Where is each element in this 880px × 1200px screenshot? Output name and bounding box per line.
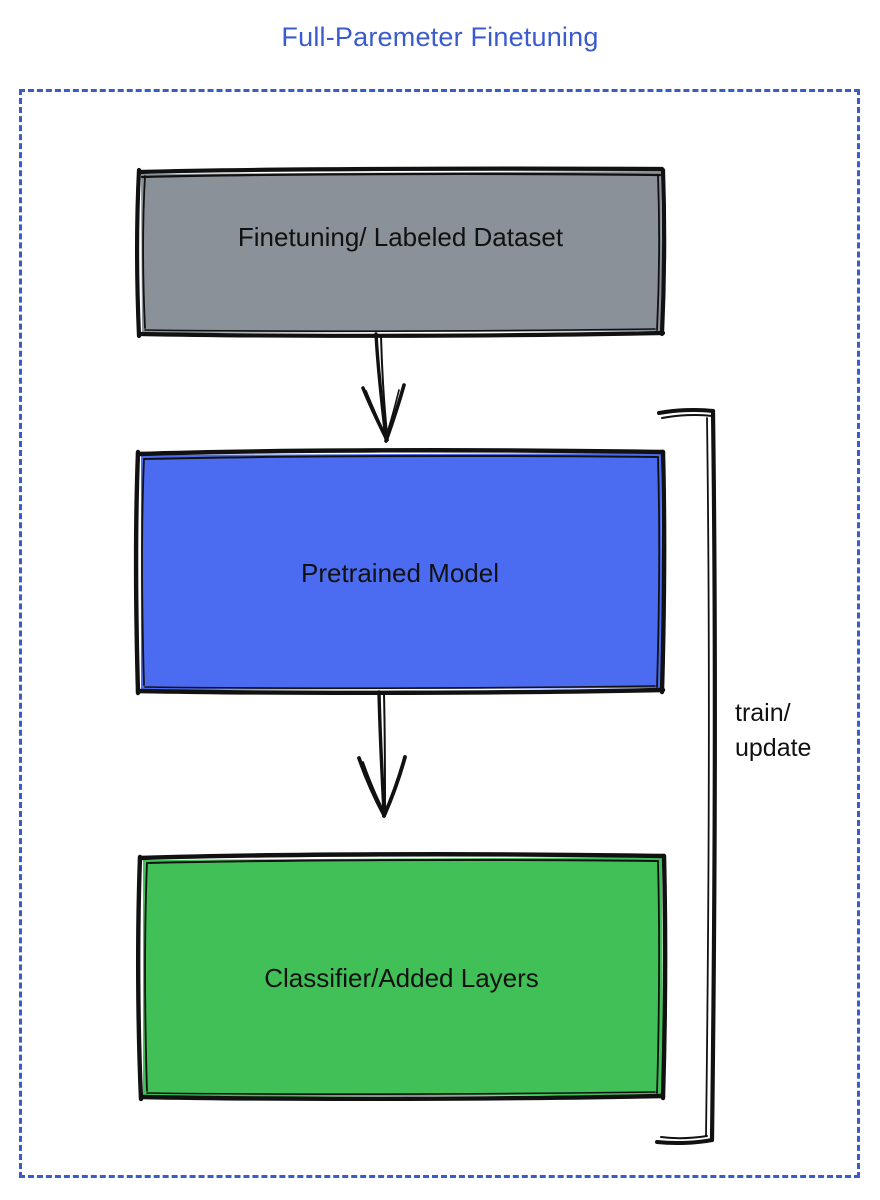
node-dataset-outline-d — [656, 175, 660, 331]
edge-feedback-loop — [655, 407, 717, 1146]
node-classifier-outline-h — [144, 862, 148, 1092]
node-pretrained[interactable] — [133, 448, 667, 696]
node-pretrained-outline-a — [135, 448, 666, 457]
feedback-loop-label: train/ update — [735, 699, 812, 762]
node-dataset-outline-a — [136, 166, 665, 175]
loop-bottom-segment-a — [655, 1138, 714, 1146]
node-pretrained-outline-b — [143, 454, 659, 460]
loop-top-segment-b — [661, 413, 713, 419]
node-pretrained-outline-g — [133, 449, 141, 696]
node-dataset-outline-h — [142, 175, 146, 329]
arrow-2-head-right — [382, 755, 407, 818]
node-classifier-outline-g — [135, 854, 144, 1102]
node-pretrained-outline-d — [656, 457, 660, 688]
node-pretrained-outline-h — [141, 458, 145, 686]
arrow-2-head-left-b — [362, 761, 386, 815]
arrow-2-head-left — [357, 756, 386, 817]
node-dataset-outline-f — [144, 328, 656, 332]
arrow-1-shaft-b — [380, 335, 388, 435]
node-classifier[interactable] — [135, 852, 668, 1102]
node-classifier-outline-d — [656, 861, 660, 1094]
loop-top-segment-a — [657, 407, 715, 415]
node-classifier-outline-b — [146, 858, 659, 864]
node-pretrained-fill — [141, 453, 663, 690]
loop-bottom-segment-b — [660, 1135, 708, 1140]
node-classifier-outline-c — [660, 853, 668, 1101]
arrow-1-head-right — [384, 383, 406, 443]
arrow-1-head-right-b — [384, 389, 400, 440]
node-pretrained-outline-f — [144, 685, 656, 689]
arrow-1-shaft-a — [374, 332, 388, 440]
arrow-2-shaft-b — [383, 693, 386, 809]
node-classifier-outline-f — [146, 1091, 656, 1095]
node-pretrained-outline-e — [135, 687, 666, 696]
node-classifier-outline-e — [138, 1093, 666, 1102]
node-dataset-outline-e — [136, 330, 666, 338]
loop-right-segment-b — [705, 417, 710, 1137]
node-dataset-outline-g — [135, 167, 142, 339]
node-classifier-outline-a — [137, 852, 667, 861]
node-dataset[interactable] — [135, 166, 667, 339]
node-pretrained-outline-c — [659, 449, 667, 695]
loop-right-segment-a — [709, 408, 717, 1143]
node-dataset-outline-c — [659, 167, 667, 337]
node-dataset-fill — [141, 171, 663, 333]
node-dataset-outline-b — [140, 172, 662, 179]
page-title: Full-Paremeter Finetuning — [281, 22, 599, 52]
arrow-dataset-to-pretrained — [361, 332, 406, 443]
arrow-pretrained-to-classifier — [357, 690, 407, 818]
arrow-2-shaft-a — [377, 690, 386, 814]
node-classifier-fill — [143, 857, 663, 1097]
